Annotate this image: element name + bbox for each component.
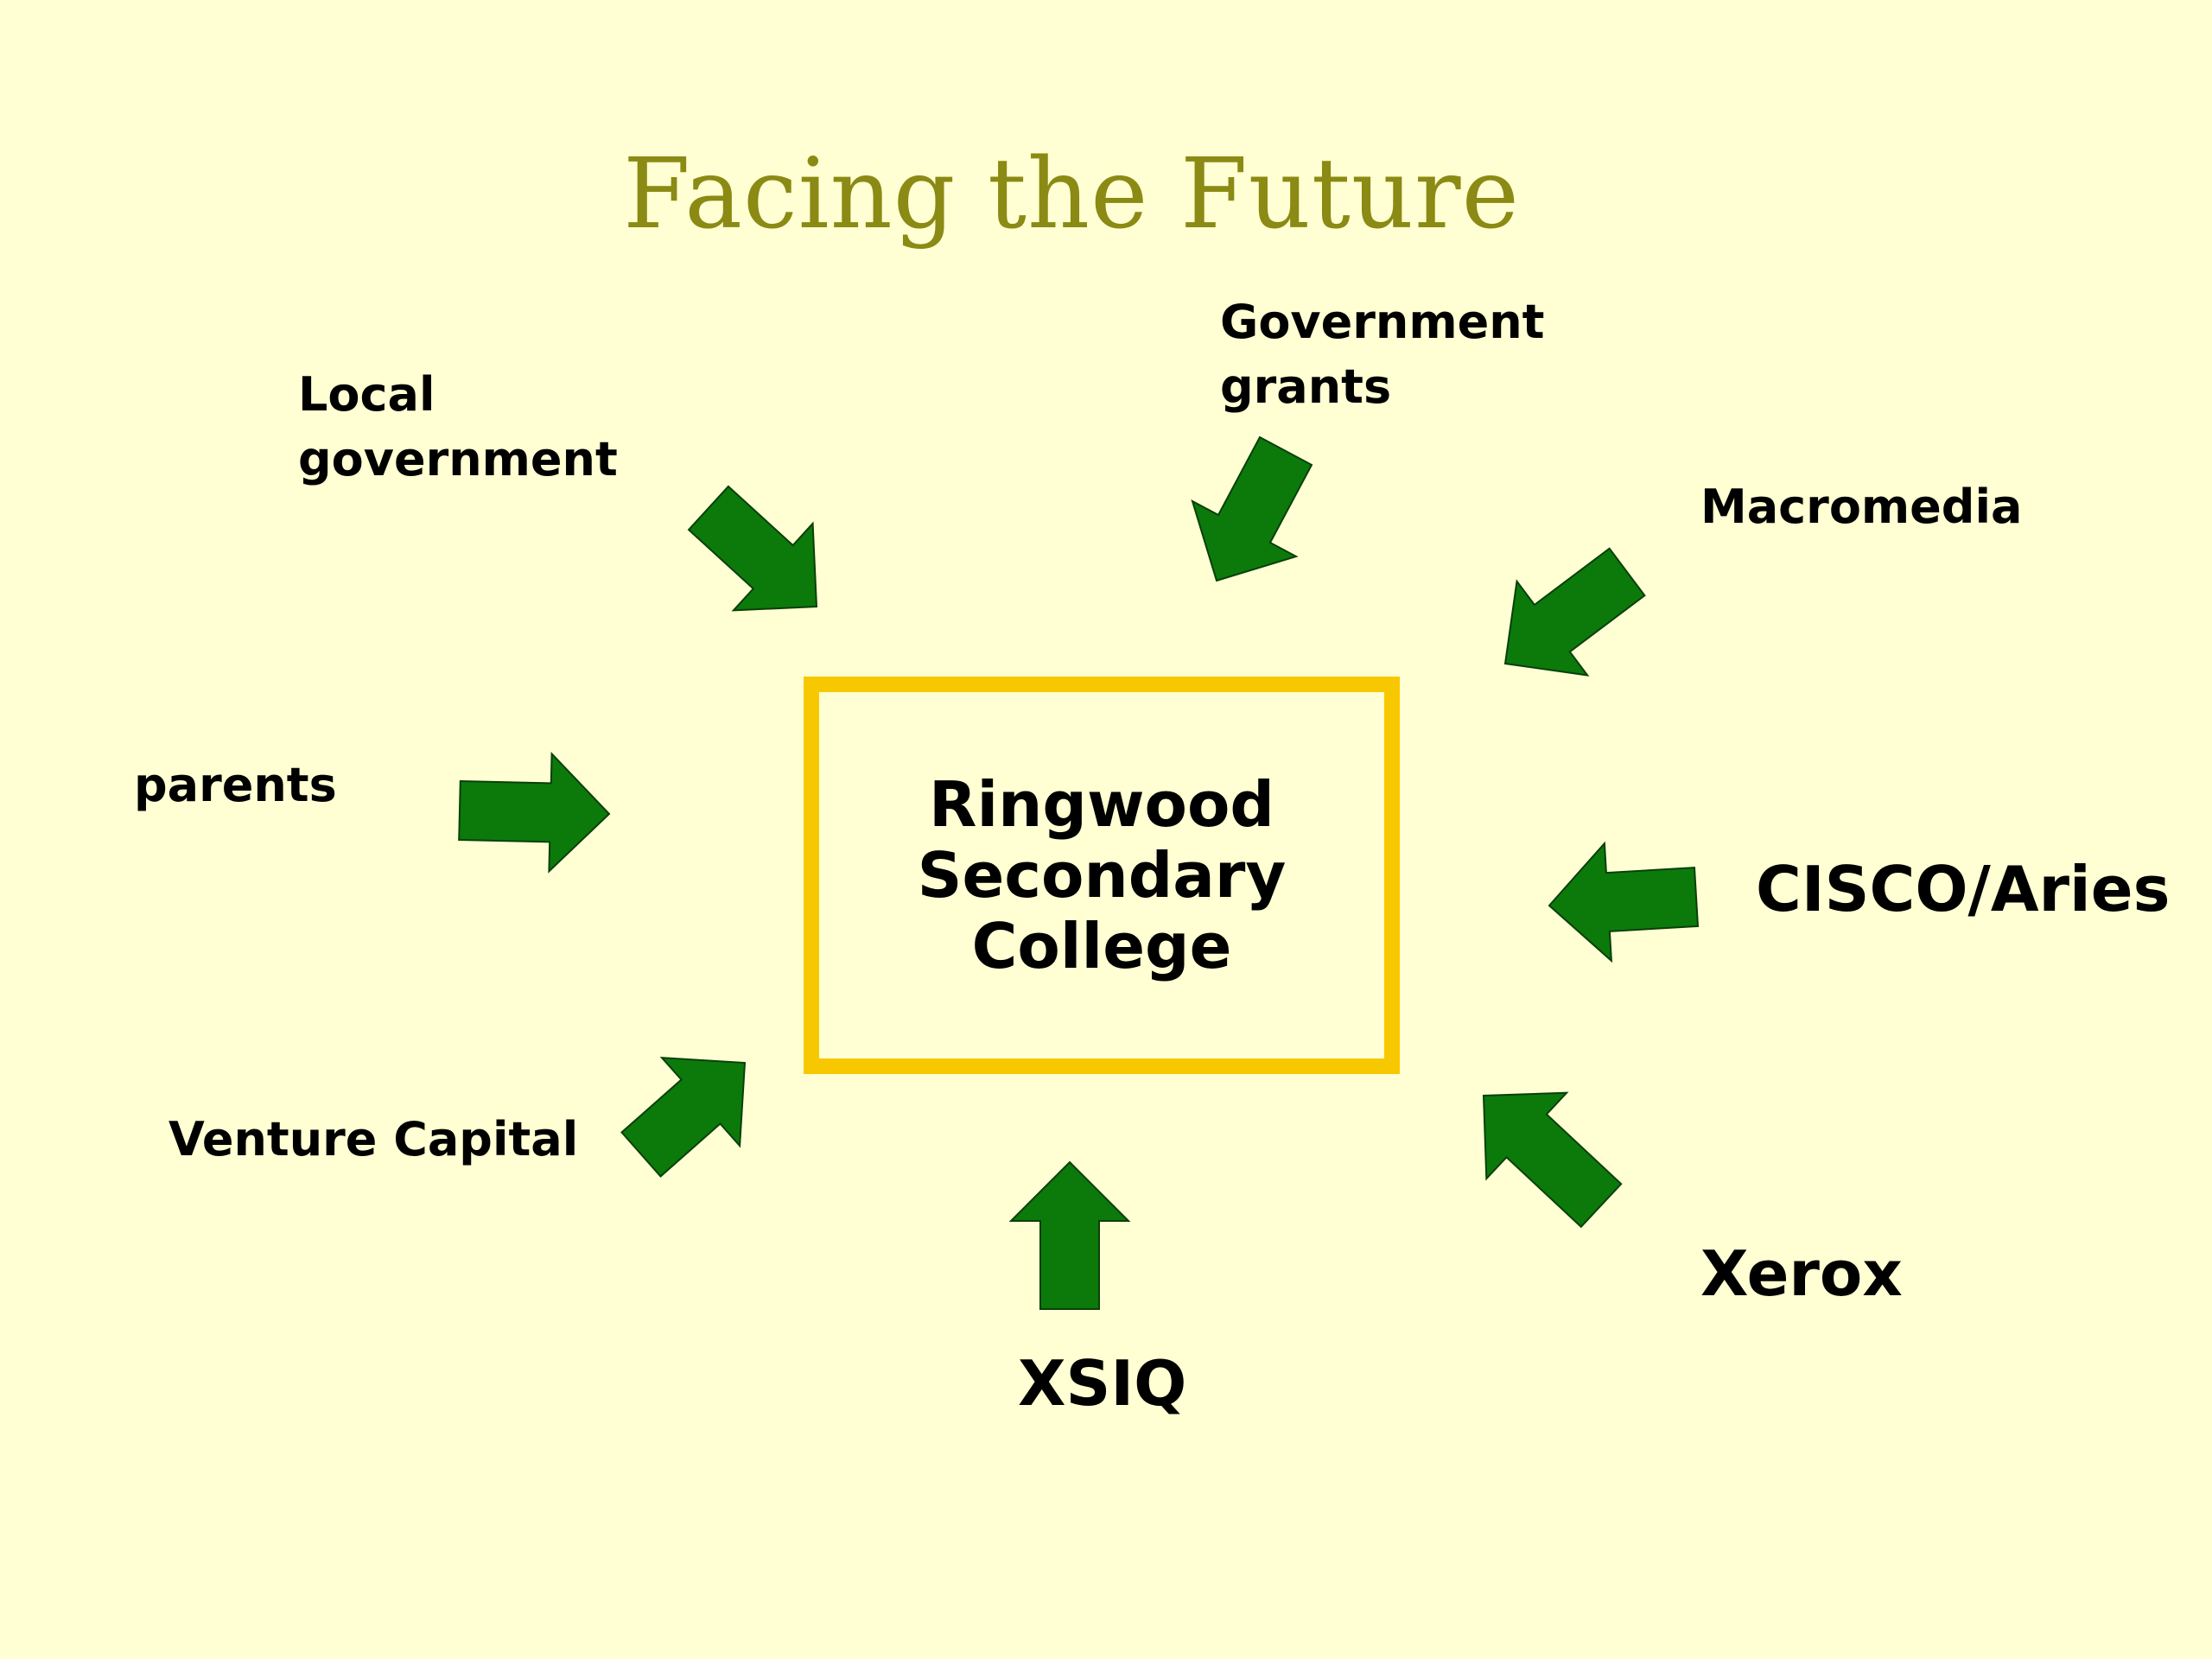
label-cisco-aries: CISCO/Aries: [1756, 853, 2171, 925]
label-macromedia: Macromedia: [1700, 480, 2023, 534]
label-government-grants-line-2: grants: [1220, 359, 1392, 414]
arrow-government-grants: [1191, 435, 1313, 582]
label-government-grants-line-1: Government: [1220, 295, 1545, 349]
label-local-government-line-1: Local: [298, 367, 435, 422]
arrow-cisco-aries: [1548, 841, 1700, 963]
arrow-macromedia: [1503, 547, 1646, 677]
arrow-xsiq: [1008, 1160, 1131, 1310]
label-parents: parents: [134, 758, 337, 812]
arrow-xerox: [1482, 1091, 1623, 1229]
label-xerox: Xerox: [1700, 1237, 1903, 1310]
arrow-local-government: [687, 485, 818, 612]
center-box: Ringwood Secondary College: [804, 677, 1400, 1074]
slide-title: Facing the Future: [623, 138, 1520, 251]
label-government-grants: Government grants: [1220, 290, 1544, 419]
arrow-venture-capital: [620, 1056, 747, 1178]
center-label: Ringwood Secondary College: [918, 769, 1287, 982]
label-xsiq: XSIQ: [1018, 1347, 1187, 1420]
center-label-line-3: College: [971, 910, 1232, 983]
label-venture-capital: Venture Capital: [168, 1112, 579, 1166]
center-label-line-1: Ringwood: [929, 767, 1274, 841]
arrow-parents: [458, 751, 611, 874]
label-local-government: Local government: [298, 363, 618, 492]
label-local-government-line-2: government: [298, 431, 618, 486]
center-label-line-2: Secondary: [917, 838, 1287, 912]
